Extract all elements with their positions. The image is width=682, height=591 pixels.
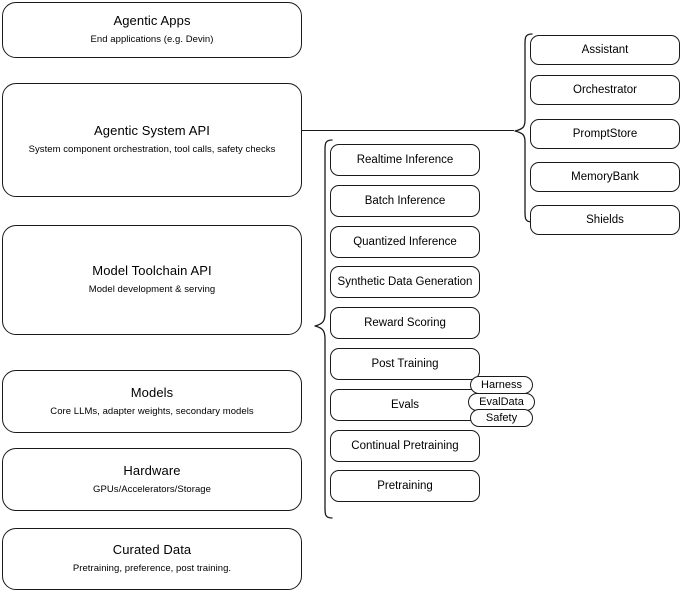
layer-subtitle: Model development & serving — [88, 284, 216, 296]
layer-subtitle: System component orchestration, tool cal… — [28, 144, 276, 156]
toolchain-box-label: Batch Inference — [364, 195, 446, 207]
toolchain-box-reward-scoring[interactable]: Reward Scoring — [330, 307, 480, 339]
system-box-label: Orchestrator — [573, 84, 637, 96]
system-box-label: Shields — [586, 214, 624, 226]
evals-pill-label: Safety — [485, 412, 518, 424]
evals-pill-label: Harness — [481, 379, 522, 391]
evals-pill-safety[interactable]: Safety — [470, 409, 533, 427]
evals-pill-harness[interactable]: Harness — [470, 376, 533, 394]
layer-title: Curated Data — [112, 542, 192, 558]
layer-box-models[interactable]: Models Core LLMs, adapter weights, secon… — [2, 370, 302, 433]
toolchain-box-label: Pretraining — [377, 480, 433, 492]
layer-title: Agentic System API — [94, 123, 210, 139]
system-box-memorybank[interactable]: MemoryBank — [530, 162, 680, 192]
layer-title: Hardware — [123, 462, 181, 478]
system-box-shields[interactable]: Shields — [530, 205, 680, 235]
layer-box-hardware[interactable]: Hardware GPUs/Accelerators/Storage — [2, 448, 302, 511]
system-box-orchestrator[interactable]: Orchestrator — [530, 75, 680, 105]
layer-box-curated-data[interactable]: Curated Data Pretraining, preference, po… — [2, 528, 302, 590]
toolchain-box-label: Quantized Inference — [353, 236, 457, 248]
system-box-label: Assistant — [581, 44, 629, 56]
toolchain-box-label: Post Training — [371, 358, 439, 370]
toolchain-box-synthetic-data-generation[interactable]: Synthetic Data Generation — [330, 266, 480, 298]
layer-title: Agentic Apps — [113, 13, 191, 29]
system-box-assistant[interactable]: Assistant — [530, 35, 680, 65]
toolchain-box-label: Reward Scoring — [364, 317, 446, 329]
layer-title: Models — [130, 384, 174, 400]
toolchain-box-label: Realtime Inference — [356, 154, 454, 166]
layer-subtitle: Pretraining, preference, post training. — [72, 563, 232, 575]
system-box-promptstore[interactable]: PromptStore — [530, 119, 680, 149]
toolchain-box-quantized-inference[interactable]: Quantized Inference — [330, 226, 480, 258]
toolchain-box-realtime-inference[interactable]: Realtime Inference — [330, 144, 480, 176]
toolchain-box-pretraining[interactable]: Pretraining — [330, 470, 480, 502]
evals-pill-label: EvalData — [479, 396, 524, 408]
layer-subtitle: GPUs/Accelerators/Storage — [93, 483, 211, 495]
toolchain-box-batch-inference[interactable]: Batch Inference — [330, 185, 480, 217]
toolchain-box-label: Evals — [390, 399, 420, 411]
layer-box-agentic-system-api[interactable]: Agentic System API System component orch… — [2, 83, 302, 197]
toolchain-box-evals[interactable]: Evals — [330, 389, 480, 421]
layer-subtitle: End applications (e.g. Devin) — [90, 34, 214, 46]
toolchain-box-post-training[interactable]: Post Training — [330, 348, 480, 380]
toolchain-box-label: Continual Pretraining — [351, 440, 459, 452]
toolchain-box-label: Synthetic Data Generation — [337, 276, 473, 288]
layer-title: Model Toolchain API — [92, 263, 212, 279]
layer-subtitle: Core LLMs, adapter weights, secondary mo… — [50, 405, 254, 417]
connector-line-system-api-to-components — [302, 130, 514, 132]
layer-box-agentic-apps[interactable]: Agentic Apps End applications (e.g. Devi… — [2, 2, 302, 58]
system-box-label: MemoryBank — [571, 171, 639, 183]
layer-box-model-toolchain-api[interactable]: Model Toolchain API Model development & … — [2, 225, 302, 335]
brace-system-components — [514, 33, 533, 223]
toolchain-box-continual-pretraining[interactable]: Continual Pretraining — [330, 430, 480, 462]
system-box-label: PromptStore — [572, 128, 638, 140]
brace-toolchain — [314, 139, 333, 519]
